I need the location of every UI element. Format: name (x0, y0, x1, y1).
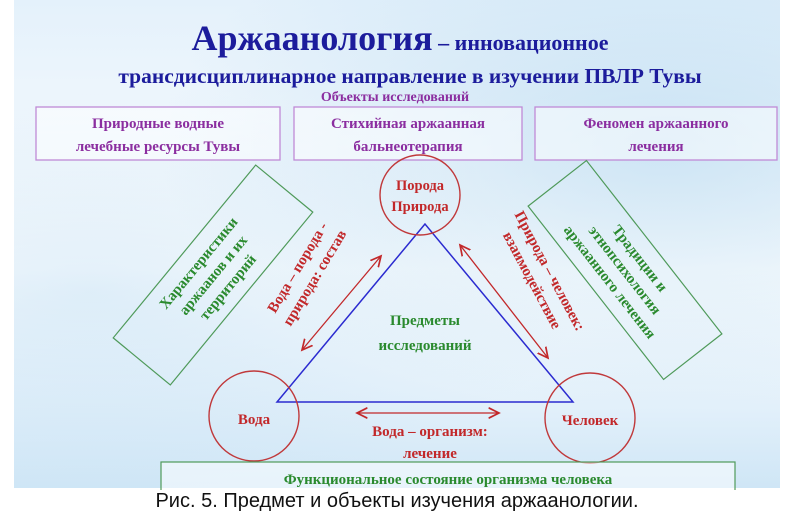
object-box-1: Природные водные лечебные ресурсы Тувы (35, 106, 281, 161)
arrow-left (302, 256, 381, 350)
svg-text:Природа: Природа (391, 199, 449, 215)
svg-text:Функциональное состояние орган: Функциональное состояние организма челов… (284, 472, 613, 488)
svg-text:Стихийная аржаанная: Стихийная аржаанная (331, 116, 485, 132)
objects-heading: Объекты исследований (321, 90, 469, 105)
svg-text:бальнеотерапия: бальнеотерапия (353, 139, 462, 155)
node-left: Вода (208, 370, 300, 462)
center-label-line2: исследований (378, 338, 471, 354)
svg-text:лечебные ресурсы Тувы: лечебные ресурсы Тувы (76, 139, 241, 155)
svg-text:Порода: Порода (396, 178, 445, 194)
svg-text:Природные водные: Природные водные (92, 116, 224, 132)
bottom-box: Функциональное состояние организма челов… (160, 461, 736, 490)
object-box-2: Стихийная аржаанная бальнеотерапия (293, 106, 523, 161)
relation-bottom-line1: Вода – организм: (372, 424, 488, 440)
node-top: Порода Природа (379, 154, 461, 236)
svg-text:Феномен аржаанного: Феномен аржаанного (583, 116, 728, 132)
object-box-3: Феномен аржаанного лечения (534, 106, 778, 161)
svg-text:лечения: лечения (628, 139, 683, 155)
relation-bottom-line2: лечение (403, 446, 457, 462)
diagram: Аржаанология – инновационное трансдисцип… (35, 18, 778, 490)
side-box-left: Характеристики аржаанов и их территорий (112, 164, 314, 386)
svg-text:Человек: Человек (562, 413, 619, 429)
title-line2: трансдисциплинарное направление в изучен… (118, 64, 702, 88)
center-label-line1: Предметы (390, 313, 460, 329)
relation-left: Вода – порода - природа: состав (265, 220, 350, 329)
node-right: Человек (544, 372, 636, 464)
title-line1: Аржаанология – инновационное (192, 18, 609, 58)
arrow-right (460, 245, 548, 358)
figure-caption: Рис. 5. Предмет и объекты изучения аржаа… (155, 490, 639, 512)
svg-text:Вода: Вода (238, 412, 271, 428)
